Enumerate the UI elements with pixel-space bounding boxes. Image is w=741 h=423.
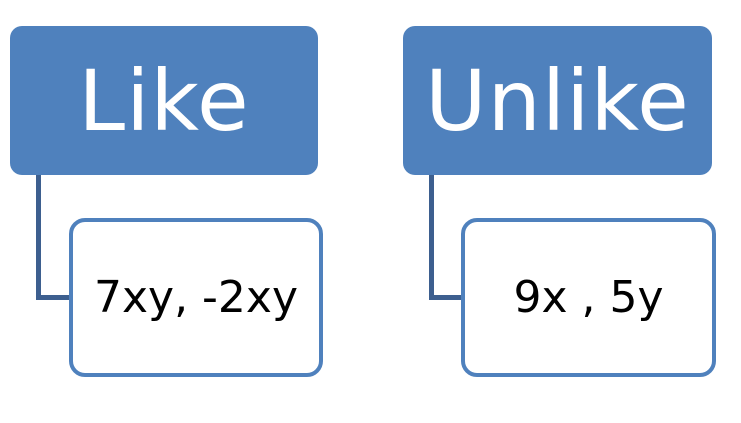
unlike-terms-label: 9x , 5y [513,271,664,323]
unlike-header-label: Unlike [425,51,690,150]
like-connector-horizontal [36,295,72,300]
like-connector-vertical [36,175,41,300]
unlike-terms-box: 9x , 5y [461,218,716,377]
like-header-label: Like [78,51,250,150]
like-header-box: Like [10,26,318,175]
like-terms-label: 7xy, -2xy [94,271,298,323]
unlike-connector-vertical [429,175,434,300]
unlike-header-box: Unlike [403,26,712,175]
like-terms-box: 7xy, -2xy [69,218,323,377]
unlike-connector-horizontal [429,295,464,300]
